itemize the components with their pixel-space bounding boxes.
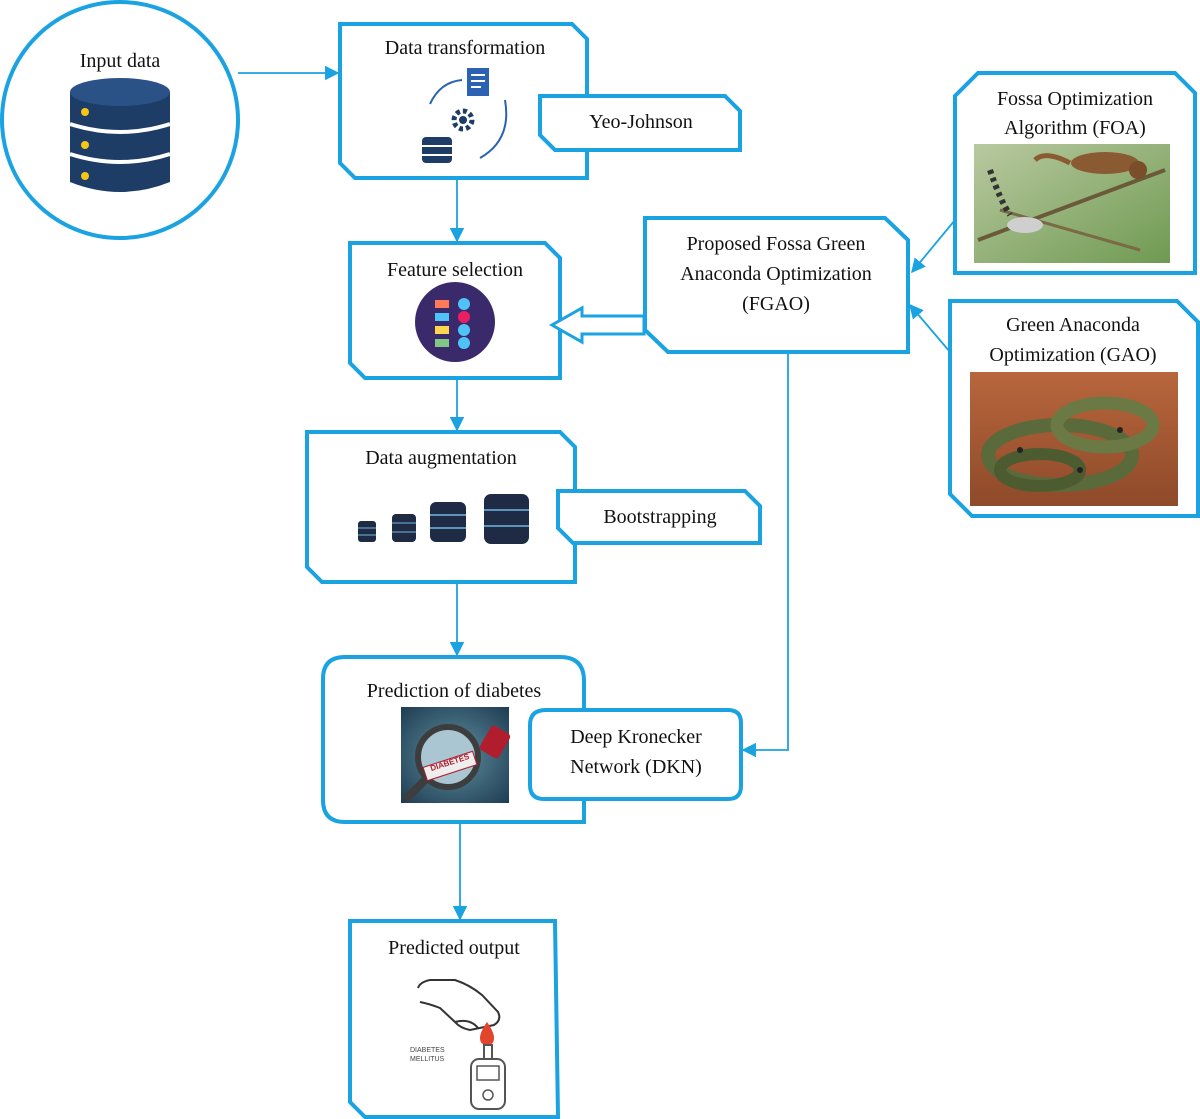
- data-augmentation-box: [305, 430, 577, 584]
- data-augmentation-label: Data augmentation: [365, 447, 517, 469]
- diabetes-magnifier-image: [401, 707, 511, 803]
- feature-selection-label: Feature selection: [386, 259, 524, 281]
- prediction-box: [321, 655, 586, 824]
- foa-label-line2: Algorithm (FOA): [1004, 117, 1146, 139]
- predicted-output-label: Predicted output: [388, 937, 520, 959]
- gear-icon: [451, 108, 475, 132]
- foa-label-line1: Fossa Optimization: [996, 88, 1154, 110]
- feature-selection-box: [348, 241, 562, 380]
- input-data-label: Input data: [79, 50, 161, 72]
- blood-drop-icon: [480, 1022, 494, 1045]
- dkn-label-line2: Network (DKN): [570, 756, 702, 778]
- data-transformation-label: Data transformation: [384, 37, 546, 59]
- data-transformation-box: [338, 22, 589, 180]
- glucometer-icon: [470, 1044, 506, 1110]
- diabetes-caption-line2: MELLITUS: [410, 1056, 445, 1063]
- gao-label-line1: Green Anaconda: [1006, 314, 1140, 336]
- diabetes-caption-line1: DIABETES: [410, 1047, 445, 1054]
- fgao-label-line1: Proposed Fossa Green: [686, 233, 866, 255]
- foa-box: [953, 71, 1197, 275]
- fgao-label-line3: (FGAO): [742, 293, 810, 315]
- gao-label-line2: Optimization (GAO): [989, 344, 1157, 366]
- checklist-icon: [415, 282, 495, 362]
- fossa-image: [974, 144, 1170, 263]
- bootstrapping-box: [556, 489, 762, 545]
- prediction-label: Prediction of diabetes: [366, 680, 542, 702]
- fgao-label-line2: Anaconda Optimization: [680, 263, 872, 285]
- dkn-label-line1: Deep Kronecker: [570, 726, 702, 748]
- gao-box: [948, 299, 1200, 518]
- database-icon: [69, 78, 171, 192]
- anaconda-image: [970, 372, 1178, 506]
- hand-icon: [417, 979, 501, 1032]
- bootstrapping-label: Bootstrapping: [603, 506, 717, 528]
- yeo-johnson-box: [538, 94, 742, 152]
- document-icon: [467, 68, 489, 96]
- growing-databases-icon: [358, 494, 529, 544]
- input-data-node: [0, 0, 240, 240]
- predicted-output-box: [348, 919, 561, 1119]
- yeo-johnson-label: Yeo-Johnson: [589, 111, 693, 133]
- connectors: [238, 65, 956, 921]
- small-database-icon: [422, 137, 452, 163]
- dkn-box: [528, 708, 743, 801]
